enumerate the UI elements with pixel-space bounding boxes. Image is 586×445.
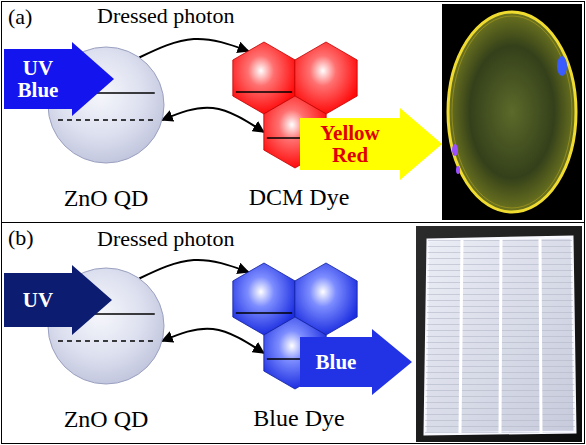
dressed-photon-arrow: [139, 39, 248, 58]
ground-level: [58, 340, 154, 342]
arrow-label: Blue: [316, 351, 357, 373]
emission-arrow: Blue: [300, 329, 412, 395]
photo-background: [416, 226, 582, 442]
dressed-photon-arrow: [162, 329, 264, 353]
energy-level: [57, 92, 154, 94]
panel: (a) UV BlueZnO QD DCM Dye Yellow Red: [1, 1, 585, 223]
excitation-arrow: UV: [4, 265, 112, 335]
photo-background: [442, 4, 582, 220]
cell-fingers: [425, 237, 575, 434]
edge-label: Dressed photon: [97, 3, 234, 28]
arrow-label: Yellow Red: [320, 122, 380, 166]
node-label: ZnO QD: [46, 185, 166, 213]
energy-level: [236, 91, 292, 92]
node-label: Blue Dye: [224, 405, 374, 433]
solar-cell: [425, 237, 575, 434]
edge-label: Dressed photon: [97, 226, 234, 251]
solar-cell-photo: [416, 226, 582, 442]
block-arrow: [300, 108, 442, 180]
ground-level: [58, 119, 154, 121]
bus-bar: [540, 238, 541, 433]
node-label: ZnO QD: [46, 406, 166, 434]
panel: (b) UV ZnO QD Blue Dye Blue: [1, 222, 585, 444]
bus-bar: [500, 239, 501, 433]
energy-level: [57, 313, 154, 315]
arrow-label: UV Blue: [18, 57, 59, 101]
panel-letter: (a): [8, 4, 32, 29]
violet-reflection: [452, 144, 458, 156]
dressed-photon-arrow: [162, 108, 264, 132]
quantum-dot: [48, 47, 164, 163]
excitation-arrow: UV Blue: [4, 42, 114, 116]
violet-reflection: [456, 166, 460, 174]
disc-rim: [452, 16, 572, 208]
glowing-disc: [448, 12, 576, 212]
quantum-dot: [48, 268, 164, 384]
node-label: DCM Dye: [224, 184, 374, 212]
energy-level: [236, 312, 292, 313]
arrow-label: UV: [23, 289, 53, 311]
block-arrow-shape: [4, 265, 112, 335]
emission-photo: [442, 4, 582, 220]
block-arrow: [300, 329, 412, 395]
panel-letter: (b): [8, 225, 34, 250]
blue-reflection: [557, 56, 567, 76]
emission-arrow: Yellow Red: [300, 108, 442, 180]
bus-bar: [460, 240, 462, 433]
dressed-photon-arrow: [139, 260, 248, 279]
